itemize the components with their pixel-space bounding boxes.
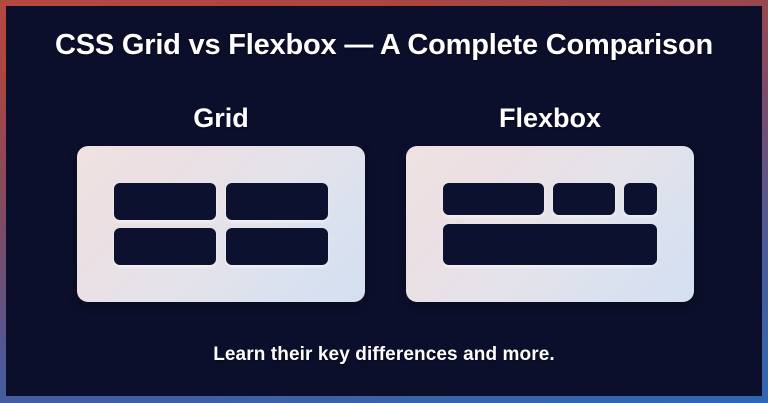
flex-item-full	[443, 224, 657, 265]
grid-layout-area	[114, 183, 328, 265]
grid-cell-1	[114, 183, 216, 220]
flex-item-small	[624, 183, 657, 216]
column-heading-grid: Grid	[193, 103, 249, 133]
flexbox-demo-panel	[406, 146, 694, 302]
grid-cell-3	[114, 228, 216, 265]
grid-cell-4	[226, 228, 328, 265]
poster-canvas: CSS Grid vs Flexbox — A Complete Compari…	[6, 6, 762, 396]
flexbox-row-1	[443, 183, 657, 216]
flexbox-layout-area	[443, 183, 657, 265]
grid-demo-panel	[77, 146, 365, 302]
page-subtitle: Learn their key differences and more.	[213, 344, 555, 365]
column-heading-flexbox: Flexbox	[498, 103, 602, 133]
flexbox-row-2	[443, 224, 657, 265]
page-title: CSS Grid vs Flexbox — A Complete Compari…	[55, 29, 713, 61]
flex-item-wide	[443, 183, 545, 216]
flex-item-medium	[553, 183, 616, 216]
grid-cell-2	[226, 183, 328, 220]
